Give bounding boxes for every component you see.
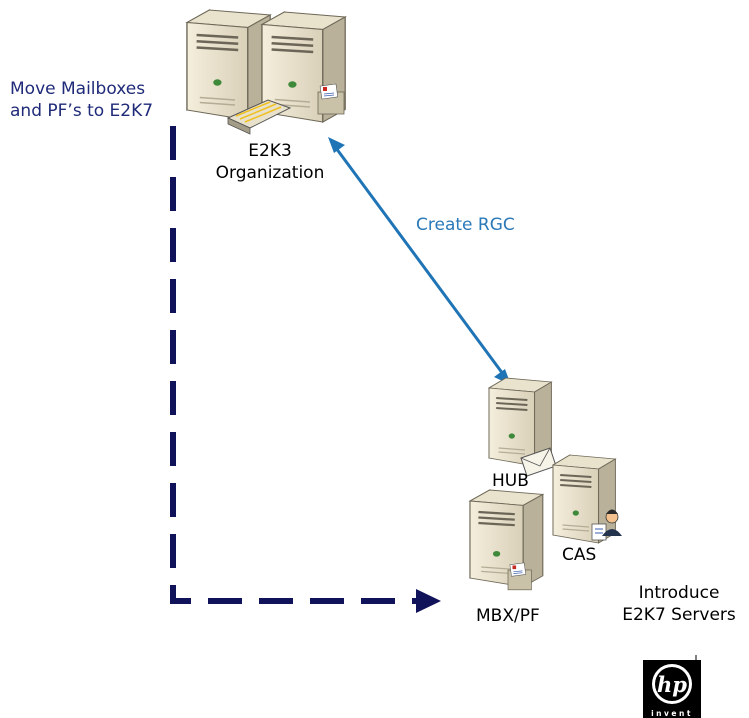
cas-label: CAS <box>562 545 597 565</box>
migration-arrow <box>170 126 418 604</box>
migration-arrowhead <box>416 589 441 613</box>
create-rgc-label: Create RGC <box>416 215 515 235</box>
svg-text:invent: invent <box>651 709 693 718</box>
rgc-arrow <box>334 147 505 375</box>
user-icon <box>591 509 622 541</box>
e2k3-label: E2K3 Organization <box>190 140 350 184</box>
rgc-arrowhead-top <box>328 137 345 153</box>
e2k3-server-1-icon <box>185 8 272 122</box>
introduce-label-line-1: Introduce <box>638 583 720 603</box>
move-label-line-1: Move Mailboxes <box>10 79 146 99</box>
introduce-label-line-2: E2K7 Servers <box>622 605 736 625</box>
move-label-line-2: and PF’s to E2K7 <box>10 101 154 121</box>
e2k3-label-line-2: Organization <box>215 163 325 183</box>
mbx-label: MBX/PF <box>476 606 540 626</box>
introduce-label: Introduce E2K7 Servers <box>611 582 747 626</box>
move-label: Move Mailboxes and PF’s to E2K7 <box>10 78 153 122</box>
mbx-server-icon <box>468 488 545 589</box>
e2k3-label-line-1: E2K3 <box>248 141 292 161</box>
hp-logo: hp invent <box>643 655 701 718</box>
svg-text:hp: hp <box>657 672 687 697</box>
hub-label: HUB <box>492 471 529 491</box>
keyboard-icon <box>226 99 292 135</box>
